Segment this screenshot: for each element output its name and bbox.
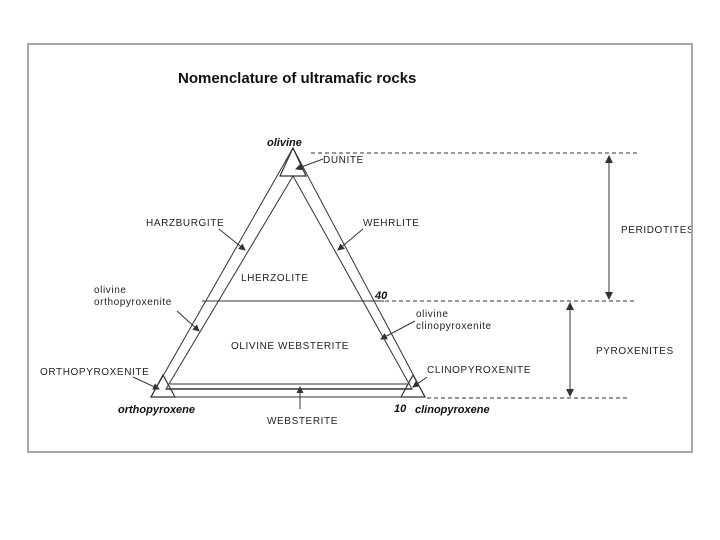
wehrlite-leader (337, 228, 364, 251)
pyroxenites-arrow-down (566, 389, 574, 397)
wehrlite-label: WEHRLITE (363, 218, 419, 229)
dunite-corner (279, 146, 307, 177)
olivine-orthopyroxenite-label-line1: olivine (94, 285, 127, 296)
vertex-olivine-label: olivine (267, 137, 302, 149)
dunite-label: DUNITE (323, 155, 364, 166)
peridotites-arrow-down (605, 292, 613, 300)
dunite-leader (295, 158, 324, 171)
clinopyroxenite-corner (399, 373, 427, 398)
diagram-frame: Nomenclature of ultramafic rocks olivine… (27, 43, 693, 453)
olivine-clinopyroxenite-label-line2: clinopyroxenite (416, 321, 492, 332)
harzburgite-label: HARZBURGITE (146, 218, 224, 229)
olivine-40-label: 40 (374, 290, 388, 302)
olivine-10-label: 10 (394, 403, 407, 415)
olivine-clinopyroxenite-label-line1: olivine (416, 309, 449, 320)
orthopyroxenite-corner (149, 373, 177, 398)
olivine-websterite-label: OLIVINE WEBSTERITE (231, 341, 349, 352)
olivine-orthopyroxenite-label-line2: orthopyroxenite (94, 297, 172, 308)
pyroxenites-arrow-up (566, 302, 574, 310)
vertex-clinopyroxene-label: clinopyroxene (415, 404, 490, 416)
orthopyroxenite-label: ORTHOPYROXENITE (40, 367, 149, 378)
harzburgite-leader (218, 228, 246, 251)
websterite-label: WEBSTERITE (267, 416, 338, 427)
peridotites-label: PERIDOTITES (621, 225, 691, 236)
ultramafic-ternary-diagram: Nomenclature of ultramafic rocks olivine… (40, 70, 691, 427)
lherzolite-label: LHERZOLITE (241, 273, 309, 284)
clinopyroxenite-label: CLINOPYROXENITE (427, 365, 531, 376)
clinopyroxenite-leader (412, 376, 428, 388)
olivine-clinopyroxenite-leader (380, 320, 416, 340)
vertex-orthopyroxene-label: orthopyroxene (118, 404, 195, 416)
pyroxenites-label: PYROXENITES (596, 346, 674, 357)
diagram-title: Nomenclature of ultramafic rocks (178, 70, 416, 87)
outer-triangle (150, 146, 426, 398)
olivine-orthopyroxenite-leader (176, 310, 200, 332)
peridotites-arrow-up (605, 155, 613, 163)
orthopyroxenite-leader (132, 376, 160, 390)
